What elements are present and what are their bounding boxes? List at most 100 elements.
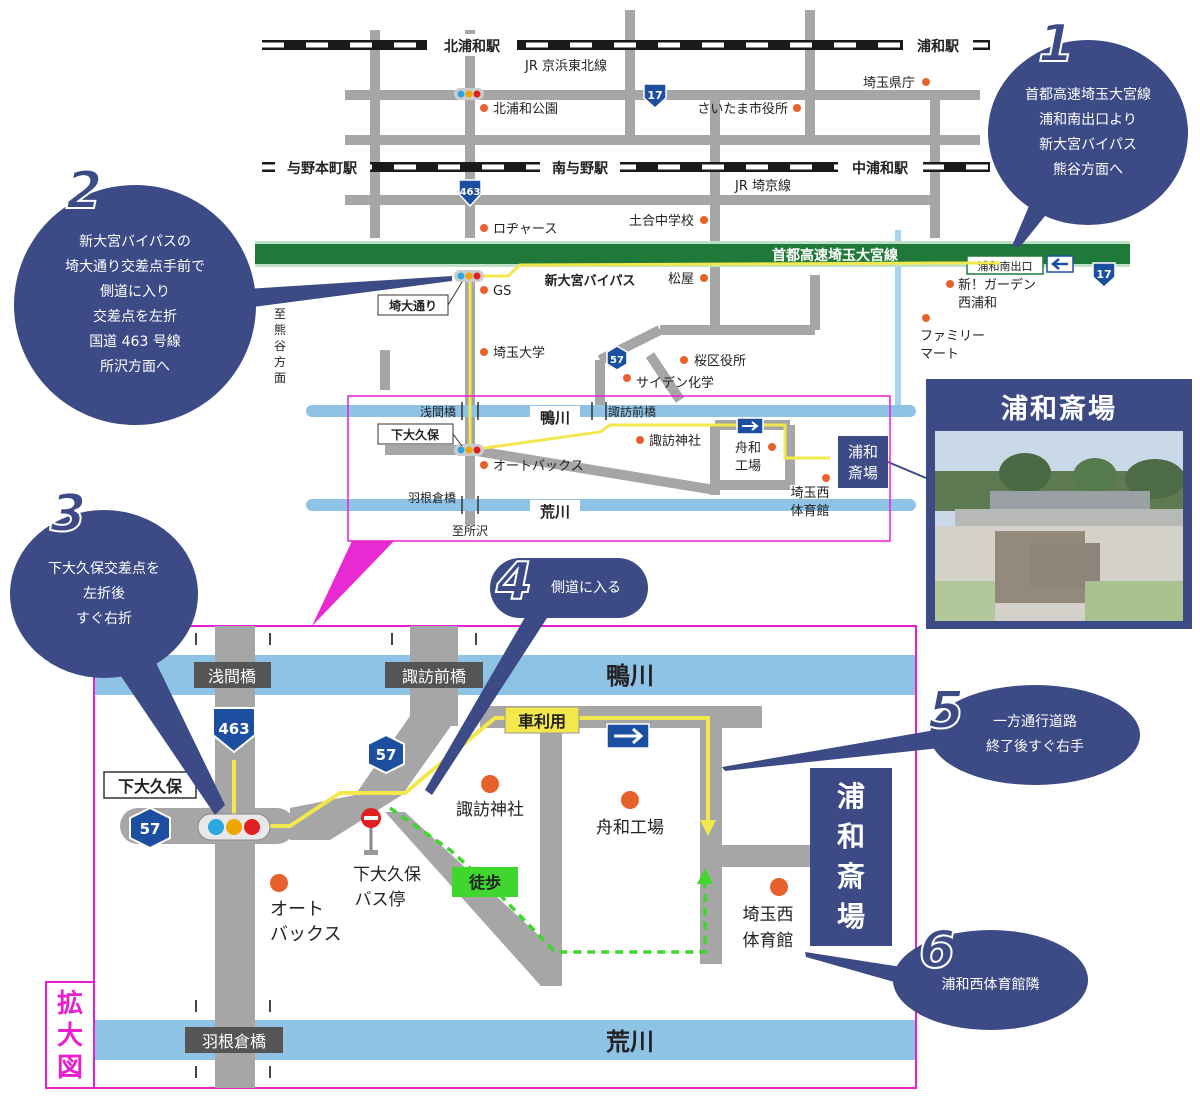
photo-panel: 浦和斎場 bbox=[926, 379, 1192, 629]
river-kamo-label: 鴨川 bbox=[540, 409, 570, 427]
svg-text:諏訪前橋: 諏訪前橋 bbox=[402, 667, 466, 686]
svg-text:57: 57 bbox=[376, 746, 397, 764]
crematorium-photo bbox=[935, 431, 1183, 621]
overview-arrow bbox=[736, 417, 764, 435]
step-4-bubble: 4 側道に入る bbox=[490, 555, 648, 618]
step-4-text: 側道に入る bbox=[551, 579, 621, 596]
poi-rogers: ロヂャース bbox=[493, 222, 557, 237]
overview-pois: 北浦和公園 埼玉県庁 さいたま市役所 ロヂャース 土合中学校 GS 松屋 新！ガ… bbox=[480, 76, 1036, 519]
walk-label: 徒歩 bbox=[468, 873, 501, 892]
enlarged-funawa: 舟和工場 bbox=[596, 818, 664, 838]
pointer-step-6 bbox=[805, 952, 908, 985]
one-way-arrow bbox=[606, 723, 650, 749]
bypass-label: 新大宮バイパス bbox=[545, 273, 636, 289]
bridge-suwamae: 諏訪前橋 bbox=[608, 404, 656, 419]
enlarged-route-57-shield-left: 57 bbox=[129, 806, 171, 850]
railway-keihin bbox=[262, 40, 990, 50]
svg-text:57: 57 bbox=[610, 355, 624, 366]
svg-text:17: 17 bbox=[647, 89, 662, 102]
enlarged-kamo-label: 鴨川 bbox=[606, 662, 654, 690]
walk-route bbox=[388, 806, 707, 954]
svg-text:浦和斎場: 浦和斎場 bbox=[837, 780, 865, 933]
poi-saitama-univ: 埼玉大学 bbox=[493, 345, 545, 361]
poi-saiden: サイデン化学 bbox=[636, 375, 714, 391]
step-6-number: 6 bbox=[918, 920, 956, 980]
svg-text:浦和: 浦和 bbox=[848, 443, 878, 461]
river-ara-label: 荒川 bbox=[540, 503, 570, 521]
poi-autobacs: オートバックス bbox=[493, 459, 584, 474]
bridge-marks bbox=[461, 402, 607, 514]
poi-garden: 新！ガーデン西浦和 bbox=[958, 277, 1036, 311]
step-1-number: 1 bbox=[1037, 14, 1075, 74]
poi-matsuya: 松屋 bbox=[668, 272, 694, 287]
route-463-shield: 463 bbox=[458, 179, 482, 208]
enlarged-route-463-shield: 463 bbox=[212, 707, 256, 754]
poi-sakura-ward: 桜区役所 bbox=[694, 354, 746, 369]
bridge-hanekura: 羽根倉橋 bbox=[408, 490, 456, 505]
step-5-text: 一方通行道路 終了後すぐ右手 bbox=[986, 714, 1084, 755]
enlarged-map: 鴨川 荒川 浅間橋 諏訪前橋 羽根倉橋 bbox=[45, 598, 940, 1089]
step-5-number: 5 bbox=[927, 681, 965, 741]
step-1-bubble: 1 首都高速埼玉大宮線 浦和南出口より 新大宮バイパス 熊谷方面へ bbox=[988, 17, 1188, 225]
poi-tsuchiai-jhs: 土合中学校 bbox=[629, 213, 694, 229]
step-6-bubble: 6 浦和西体育館隣 bbox=[893, 923, 1088, 1030]
svg-text:拡大図: 拡大図 bbox=[57, 989, 83, 1083]
step-2-number: 2 bbox=[65, 161, 103, 221]
station-naka-urawa: 中浦和駅 bbox=[852, 160, 909, 177]
station-yono-honmachi: 与野本町駅 bbox=[287, 160, 358, 177]
enlarged-autobacs: オートバックス bbox=[270, 899, 341, 945]
enlarged-bridges: 浅間橋 諏訪前橋 羽根倉橋 bbox=[185, 633, 483, 1078]
svg-text:斎場: 斎場 bbox=[848, 464, 878, 482]
svg-text:羽根倉橋: 羽根倉橋 bbox=[202, 1032, 266, 1051]
poi-kita-urawa-park: 北浦和公園 bbox=[493, 102, 558, 117]
enlarged-diagonal-road bbox=[385, 812, 560, 985]
station-kita-urawa: 北浦和駅 bbox=[444, 38, 501, 55]
poi-gs: GS bbox=[493, 284, 511, 299]
svg-text:17: 17 bbox=[1096, 268, 1111, 281]
step-3-bubble: 3 下大久保交差点を 左折後 すぐ右折 bbox=[10, 487, 198, 678]
signal-kita-urawa bbox=[454, 88, 484, 100]
crematorium-box-small: 浦和 斎場 bbox=[838, 436, 927, 488]
enlarge-area-frame bbox=[347, 395, 891, 542]
poi-city-hall: さいたま市役所 bbox=[697, 101, 788, 117]
enlarge-pointer bbox=[312, 541, 394, 626]
direction-tokorozawa: 至所沢 bbox=[452, 524, 488, 538]
step-5-bubble: 5 一方通行道路 終了後すぐ右手 bbox=[927, 681, 1140, 785]
svg-text:浅間橋: 浅間橋 bbox=[208, 667, 256, 686]
rail-saikyo: JR 埼京線 bbox=[734, 178, 791, 194]
enlarged-shimo-okubo: 下大久保 bbox=[118, 777, 183, 796]
direction-kumagaya: 至熊谷方面 bbox=[274, 307, 286, 385]
overview-map: 北浦和駅 浦和駅 与野本町駅 南与野駅 中浦和駅 JR 京浜東北線 JR 埼京線… bbox=[255, 10, 1130, 626]
rail-keihin-tohoku: JR 京浜東北線 bbox=[524, 58, 607, 74]
enlarged-route-57-shield-upper: 57 bbox=[367, 733, 405, 775]
expressway-name: 首都高速埼玉大宮線 bbox=[772, 247, 898, 264]
walk-route-arrowhead bbox=[697, 868, 713, 884]
poi-gym: 埼玉西体育館 bbox=[790, 486, 829, 519]
step-3-number: 3 bbox=[49, 484, 87, 544]
svg-text:463: 463 bbox=[460, 187, 481, 198]
railway-saikyo bbox=[262, 162, 990, 172]
step-2-bubble: 2 新大宮バイパスの 埼大通り交差点手前で 側道に入り 交差点を左折 国道 46… bbox=[14, 164, 256, 425]
pointer-step-2 bbox=[230, 276, 452, 310]
enlarged-gym: 埼玉西体育館 bbox=[743, 905, 794, 951]
route-17-shield: 17 bbox=[643, 83, 667, 110]
car-route-arrowhead bbox=[700, 820, 716, 836]
poi-funawa: 舟和工場 bbox=[735, 441, 761, 474]
poi-saitama-pref: 埼玉県庁 bbox=[863, 76, 915, 91]
step-2-text: 新大宮バイパスの 埼大通り交差点手前で 側道に入り 交差点を左折 国道 463 … bbox=[65, 234, 205, 375]
enlarged-crematorium: 浦和斎場 bbox=[810, 768, 892, 946]
svg-text:463: 463 bbox=[218, 720, 249, 738]
enlarged-ara-label: 荒川 bbox=[606, 1028, 654, 1056]
pointer-step-3 bbox=[110, 640, 225, 815]
bridge-asama: 浅間橋 bbox=[420, 405, 456, 419]
svg-text:57: 57 bbox=[140, 820, 161, 838]
station-urawa: 浦和駅 bbox=[917, 38, 960, 55]
signal-shimo-okubo bbox=[454, 444, 484, 456]
bus-stop-sign bbox=[361, 808, 381, 855]
pointer-step-5 bbox=[722, 730, 940, 771]
exit-label: 浦和南出口 bbox=[978, 259, 1033, 273]
pointer-step-4 bbox=[425, 598, 560, 795]
enlarged-label: 拡大図 bbox=[45, 981, 95, 1089]
route-57-shield-small: 57 bbox=[606, 345, 628, 371]
